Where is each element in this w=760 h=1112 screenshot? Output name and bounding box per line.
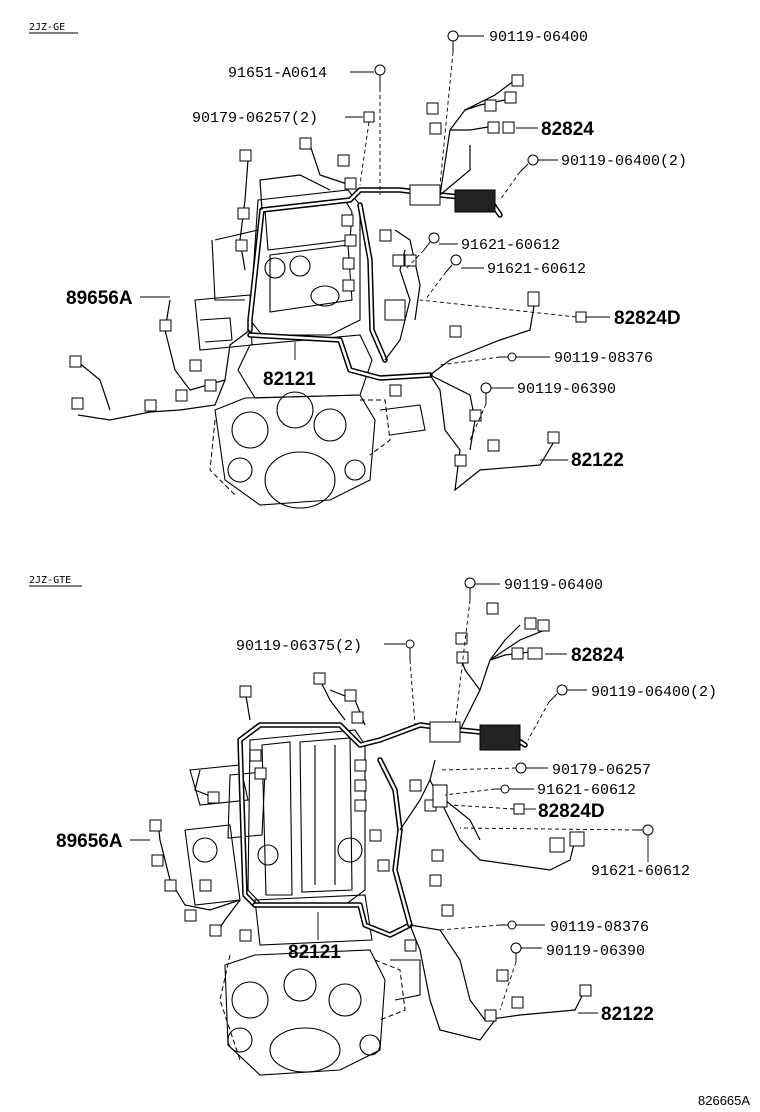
part-label: 89656A — [66, 288, 133, 309]
part-label: 82824 — [571, 645, 624, 666]
bolt-icon — [556, 684, 568, 696]
leaders — [140, 35, 610, 461]
bolt-icon — [464, 577, 476, 589]
part-label: 90119-06400(2) — [561, 153, 687, 170]
bolt-icon — [447, 30, 459, 42]
part-label: 90119-06390 — [546, 943, 645, 960]
part-label: 89656A — [56, 831, 123, 852]
part-label: 91621-60612 — [591, 863, 690, 880]
part-label: 82824D — [538, 801, 605, 822]
part-label: 82824D — [614, 308, 681, 329]
part-label: 91621-60612 — [461, 237, 560, 254]
part-label: 90179-06257 — [552, 762, 651, 779]
connectors — [69, 74, 560, 467]
section-title: 2JZ-GE — [29, 22, 65, 33]
illustration-code: 826665A — [698, 1093, 750, 1108]
part-label: 90119-06390 — [517, 381, 616, 398]
part-label: 90179-06257(2) — [192, 110, 318, 127]
clip-icon — [515, 762, 527, 774]
part-label: 91621-60612 — [537, 782, 636, 799]
part-labels: 90119-06400 90119-06375(2) 82824 90119-0… — [56, 577, 717, 1025]
section-2jz-gte: 2JZ-GTE — [29, 575, 717, 1076]
part-label: 82122 — [601, 1004, 654, 1025]
bolt-icon — [405, 639, 415, 649]
bolt-icon — [510, 942, 522, 954]
part-label: 90119-06400(2) — [591, 684, 717, 701]
wire-harness-82121 — [77, 79, 556, 492]
bolt-icon — [642, 824, 654, 836]
part-label: 82824 — [541, 119, 594, 140]
engine-block — [194, 189, 426, 509]
bolt-icon — [527, 154, 539, 166]
clip-icon — [363, 111, 375, 123]
bolt-icon — [507, 920, 517, 930]
bolt-icon — [500, 784, 510, 794]
part-label: 90119-06375(2) — [236, 638, 362, 655]
nut-icon — [513, 803, 525, 815]
connectors — [149, 602, 592, 1022]
part-label: 90119-08376 — [550, 919, 649, 936]
bolt-icon — [374, 64, 386, 76]
nut-icon — [575, 311, 587, 323]
part-label: 90119-06400 — [504, 577, 603, 594]
part-label: 82121 — [288, 942, 341, 963]
section-2jz-ge: 2JZ-GE — [29, 22, 687, 509]
part-label: 82122 — [571, 450, 624, 471]
part-labels: 90119-06400 91651-A0614 90179-06257(2) 8… — [66, 29, 687, 471]
bolt-icon — [428, 232, 440, 244]
bolt-icon — [480, 382, 492, 394]
part-label: 82121 — [263, 369, 316, 390]
wire-harness-82121 — [157, 624, 586, 1041]
leaders — [130, 583, 649, 1014]
part-label: 90119-06400 — [489, 29, 588, 46]
fasteners — [405, 577, 654, 962]
bolt-icon — [450, 254, 462, 266]
part-label: 90119-08376 — [554, 350, 653, 367]
section-title: 2JZ-GTE — [29, 575, 71, 586]
fasteners — [363, 30, 587, 404]
bolt-icon — [507, 352, 517, 362]
part-label: 91651-A0614 — [228, 65, 327, 82]
part-label: 91621-60612 — [487, 261, 586, 278]
